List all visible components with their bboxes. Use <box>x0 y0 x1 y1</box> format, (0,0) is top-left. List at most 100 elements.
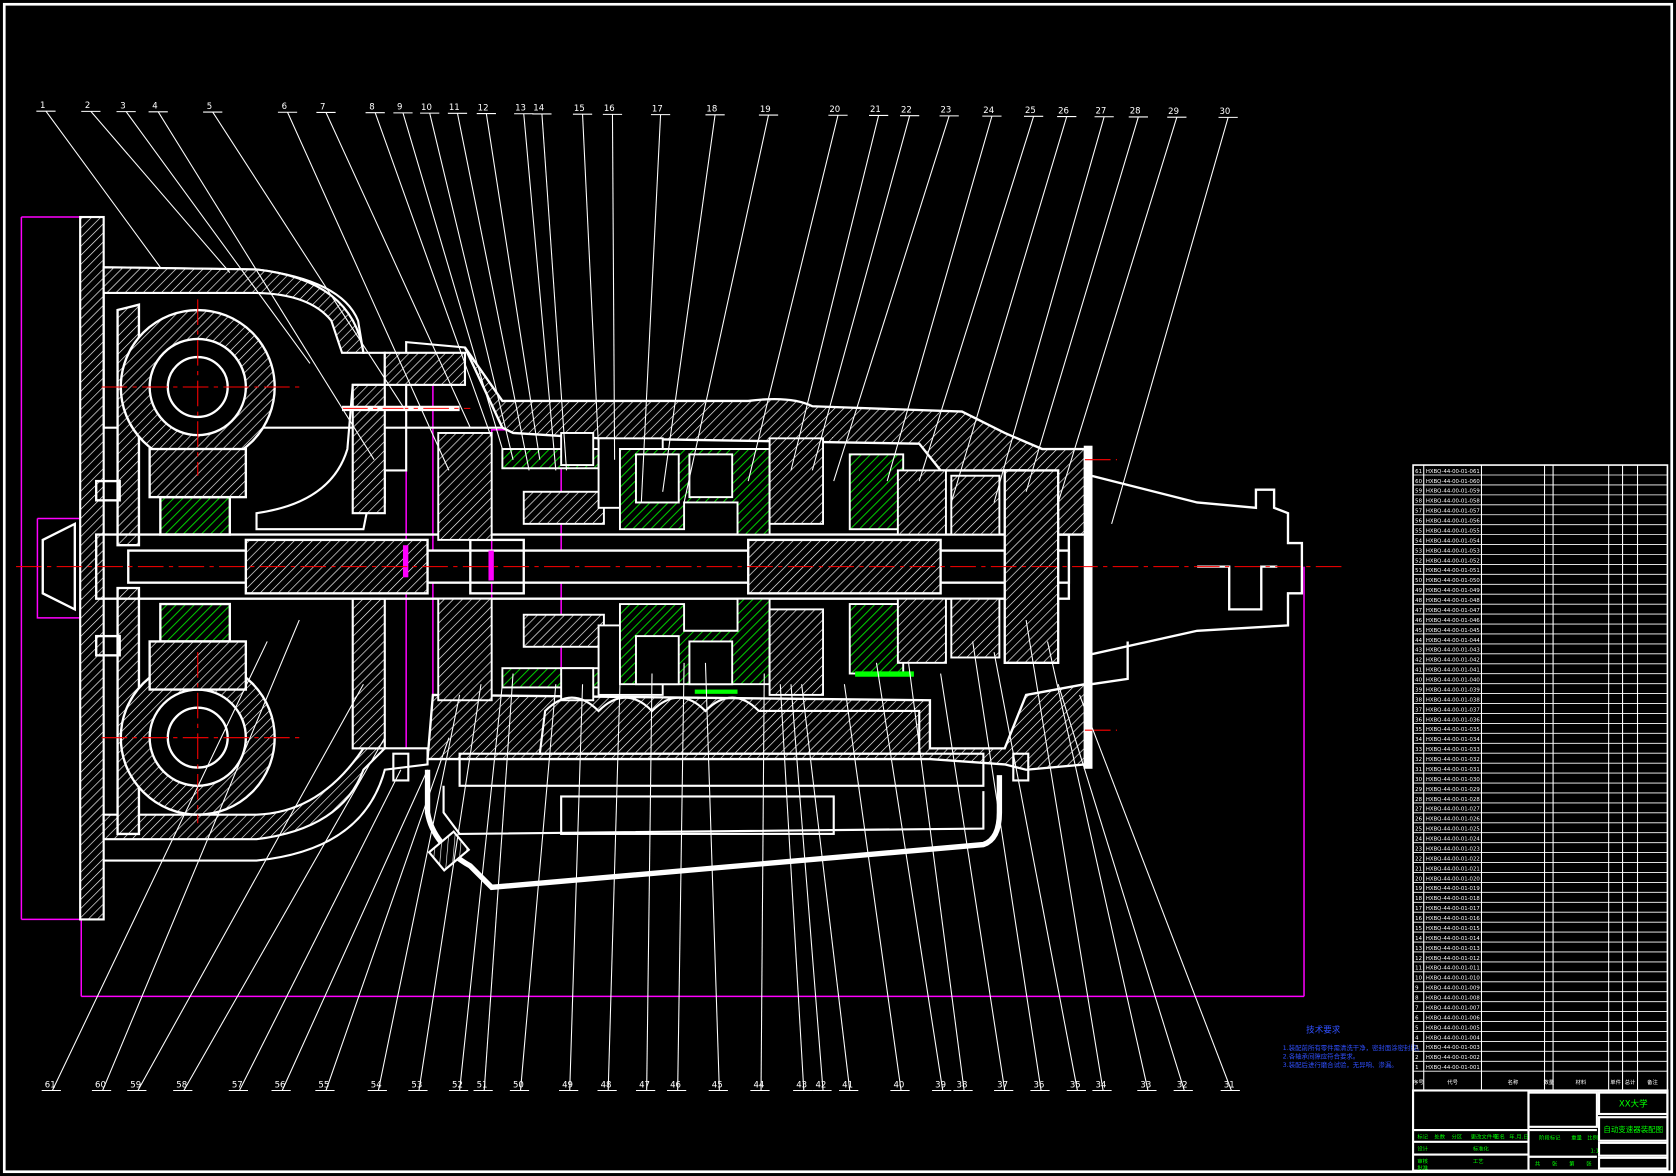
leader-line <box>993 116 1105 503</box>
parts-row-code: HXBQ-44-00-01-052 <box>1426 558 1480 564</box>
parts-row-code: HXBQ-44-00-01-031 <box>1426 767 1480 773</box>
leader-line <box>790 684 824 1091</box>
leader-line <box>459 684 503 1091</box>
parts-row-number: 6 <box>1415 1015 1419 1021</box>
parts-row-number: 3 <box>1415 1045 1418 1051</box>
part-label: 16 <box>604 104 615 114</box>
parts-row-number: 20 <box>1415 876 1422 882</box>
parts-row-code: HXBQ-44-00-01-009 <box>1426 986 1480 992</box>
leader-line <box>485 113 541 460</box>
parts-row-code: HXBQ-44-00-01-006 <box>1426 1015 1480 1021</box>
leader-line <box>918 116 1035 482</box>
parts-row-code: HXBQ-44-00-01-037 <box>1426 707 1480 713</box>
part-label: 9 <box>397 103 402 113</box>
parts-row-number: 59 <box>1415 489 1422 495</box>
parts-row-number: 1 <box>1415 1065 1418 1071</box>
title-block-cell: 年.月.日 <box>1509 1133 1528 1141</box>
leader-line <box>402 112 503 450</box>
part-label: 55 <box>318 1080 329 1090</box>
leader-lines <box>36 110 1240 1092</box>
part-label: 10 <box>421 103 432 113</box>
leader-line <box>607 684 621 1091</box>
title-block-cell: 共 <box>1535 1159 1541 1167</box>
part-label: 49 <box>562 1080 573 1090</box>
parts-row-number: 29 <box>1415 787 1422 793</box>
part-label: 34 <box>1095 1080 1106 1090</box>
parts-row-code: HXBQ-44-00-01-051 <box>1426 568 1480 574</box>
part-label: 39 <box>935 1080 946 1090</box>
part-label: 6 <box>282 102 287 112</box>
title-block-cell: 标记 <box>1417 1133 1428 1141</box>
parts-row-code: HXBQ-44-00-01-025 <box>1426 827 1480 833</box>
parts-row-number: 8 <box>1415 996 1419 1002</box>
parts-row-number: 55 <box>1415 528 1422 534</box>
leader-line <box>908 662 965 1091</box>
part-label: 53 <box>411 1080 422 1090</box>
leader-line <box>1046 641 1149 1091</box>
leader-line <box>790 115 880 471</box>
parts-row-number: 33 <box>1415 747 1422 753</box>
parts-row-number: 46 <box>1415 618 1422 624</box>
parts-row-number: 19 <box>1415 886 1422 892</box>
parts-row-number: 61 <box>1415 469 1422 475</box>
leader-line <box>418 684 482 1091</box>
parts-row-code: HXBQ-44-00-01-014 <box>1426 936 1480 942</box>
leader-line <box>238 769 402 1091</box>
title-block-cell: 重量 <box>1571 1134 1582 1142</box>
leader-line <box>611 114 616 460</box>
parts-row-number: 21 <box>1415 866 1422 872</box>
parts-row-number: 42 <box>1415 658 1422 664</box>
leader-line <box>51 641 268 1091</box>
parts-row-code: HXBQ-44-00-01-041 <box>1426 668 1480 674</box>
parts-header-cell: 总计 <box>1625 1078 1636 1086</box>
leader-line <box>811 115 911 471</box>
parts-row-code: HXBQ-44-00-01-044 <box>1426 638 1480 644</box>
parts-row-code: HXBQ-44-00-01-058 <box>1426 499 1480 505</box>
leader-line <box>1057 117 1178 503</box>
parts-row-code: HXBQ-44-00-01-048 <box>1426 598 1480 604</box>
parts-row-code: HXBQ-44-00-01-007 <box>1426 1005 1480 1011</box>
part-label: 30 <box>1219 107 1230 117</box>
leader-line <box>90 111 231 273</box>
title-block-cell: 签名 <box>1494 1133 1505 1141</box>
leader-line <box>747 115 839 482</box>
leader-line <box>779 684 805 1091</box>
part-label: 28 <box>1130 107 1141 117</box>
leader-line <box>429 112 514 460</box>
title-block-cell: 审核 <box>1417 1157 1428 1165</box>
parts-row-number: 27 <box>1415 807 1422 813</box>
part-label: 43 <box>796 1080 807 1090</box>
parts-row-code: HXBQ-44-00-01-054 <box>1426 538 1480 544</box>
parts-row-code: HXBQ-44-00-01-018 <box>1426 896 1480 902</box>
converter-housing <box>79 215 505 921</box>
parts-row-code: HXBQ-44-00-01-036 <box>1426 717 1480 723</box>
part-label: 22 <box>901 105 912 115</box>
tail-housing <box>1090 474 1304 686</box>
parts-row-code: HXBQ-44-00-01-021 <box>1426 866 1480 872</box>
parts-row-number: 26 <box>1415 817 1422 823</box>
part-label: 33 <box>1140 1080 1151 1090</box>
parts-row-code: HXBQ-44-00-01-017 <box>1426 906 1480 912</box>
title-block-cell: 更改文件号 <box>1471 1133 1498 1141</box>
technical-requirements: 技术要求 1.装配前所有零件需清洗干净，密封面涂密封胶。 2.各轴承间隙应符合要… <box>1283 1024 1424 1069</box>
part-label: 45 <box>712 1080 723 1090</box>
parts-row-code: HXBQ-44-00-01-008 <box>1426 996 1480 1002</box>
title-block-cell: 比例 <box>1587 1134 1598 1142</box>
parts-row-code: HXBQ-44-00-01-003 <box>1426 1045 1480 1051</box>
parts-row-code: HXBQ-44-00-01-047 <box>1426 608 1480 614</box>
part-label: 23 <box>941 106 952 116</box>
leader-line <box>683 114 770 503</box>
parts-row-number: 57 <box>1415 509 1422 515</box>
leader-line <box>281 769 429 1091</box>
parts-row-number: 60 <box>1415 479 1422 485</box>
parts-row-code: HXBQ-44-00-01-020 <box>1426 876 1480 882</box>
title-block-cell: 设计 <box>1417 1144 1428 1152</box>
parts-row-code: HXBQ-44-00-01-060 <box>1426 479 1480 485</box>
parts-row-number: 2 <box>1415 1055 1418 1061</box>
parts-row-code: HXBQ-44-00-01-002 <box>1426 1055 1480 1061</box>
parts-row-number: 52 <box>1415 558 1422 564</box>
parts-row-number: 11 <box>1415 966 1422 972</box>
leader-line <box>102 619 300 1091</box>
